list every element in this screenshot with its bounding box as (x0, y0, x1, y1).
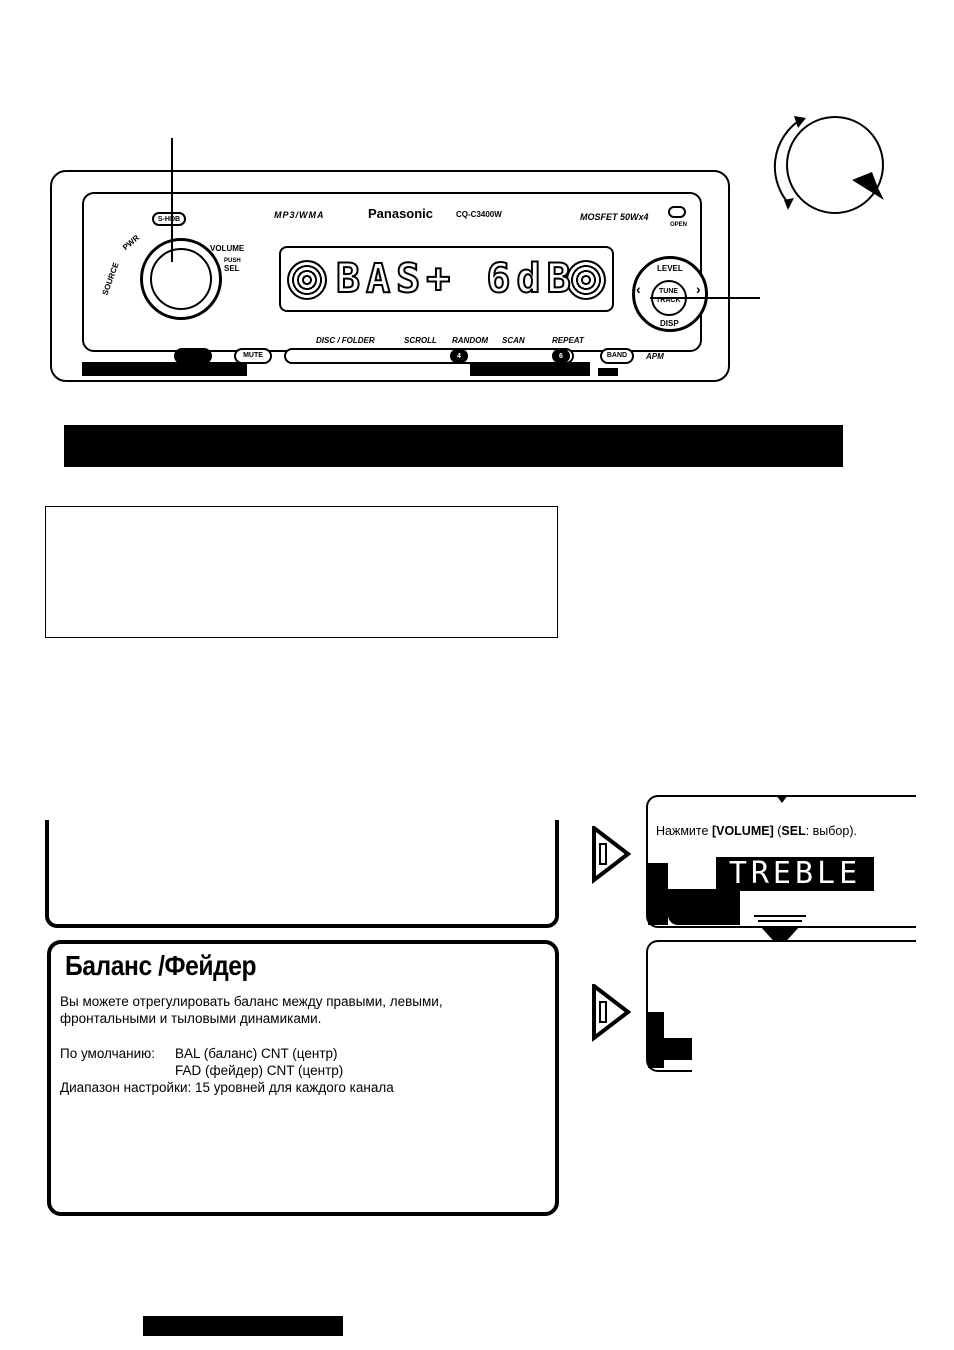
preset-button-strip[interactable] (284, 348, 574, 364)
step2-mask (692, 942, 922, 1074)
step1-mid: ( (773, 824, 782, 838)
step2-arrow-icon (592, 984, 632, 1043)
preset-4-button[interactable]: 4 (450, 349, 468, 363)
step2-panel (646, 940, 922, 1074)
balance-intro-line1: Вы можете отрегулировать баланс между пр… (60, 994, 443, 1009)
default-bal: BAL (баланс) CNT (центр) (175, 1046, 338, 1061)
disc-folder-label: DISC / FOLDER (316, 336, 375, 345)
lcd-display: BAS+ 6dB (279, 246, 614, 312)
apm-label: APM (646, 352, 664, 361)
step1-arrow-icon (592, 826, 632, 885)
unit-base-bar-mid (470, 362, 590, 376)
track-label: TRACK (656, 297, 681, 304)
prev-arrow-icon[interactable]: ‹ (636, 281, 641, 297)
scroll-label: SCROLL (404, 336, 437, 345)
default-label: По умолчанию: (60, 1046, 156, 1061)
previous-section-panel (45, 820, 559, 928)
step2-mark-left (648, 1012, 664, 1068)
power-logo: MOSFET 50Wx4 (580, 212, 649, 222)
step1-suffix: : выбор). (805, 824, 857, 838)
step1-sel-key: SEL (781, 824, 806, 838)
repeat-label: REPEAT (552, 336, 584, 345)
tune-label: TUNE (659, 288, 679, 295)
step1-mark-bottom (668, 889, 740, 925)
open-label: OPEN (670, 222, 688, 228)
head-unit-illustration: S-HDB PWR SOURCE VOLUME PUSH SEL MP3/WMA… (50, 170, 730, 382)
shdb-button[interactable]: S-HDB (152, 212, 186, 226)
step1-instruction: Нажмите [VOLUME] (SEL: выбор). (656, 823, 857, 840)
random-label: RANDOM (452, 336, 488, 345)
page-number-bar (143, 1316, 343, 1336)
push-label: PUSH (224, 258, 241, 264)
mute-button[interactable]: MUTE (234, 348, 272, 364)
open-button[interactable] (668, 206, 686, 218)
level-button[interactable]: LEVEL (657, 264, 683, 273)
brand-logo: Panasonic (368, 206, 434, 221)
sel-label: SEL (224, 264, 240, 273)
faceplate: S-HDB PWR SOURCE VOLUME PUSH SEL MP3/WMA… (82, 192, 708, 364)
unit-base-bar-left (82, 362, 247, 376)
volume-knob-inner (150, 248, 212, 310)
next-arrow-icon[interactable]: › (696, 281, 701, 297)
model-label: CQ-C3400W (456, 210, 502, 219)
press-arrow-icon (852, 172, 884, 200)
volume-label: VOLUME (210, 244, 245, 253)
default-fad: FAD (фейдер) CNT (центр) (175, 1063, 344, 1078)
rotate-arrowhead-top-icon (794, 116, 806, 128)
step1-display-readout: TREBLE (716, 857, 874, 891)
rotate-arrow-icon (773, 119, 801, 206)
display-readout: BAS+ 6dB (335, 255, 577, 303)
adjustment-range: Диапазон настройки: 15 уровней для каждо… (60, 1080, 394, 1095)
unit-base-bar-right (598, 368, 618, 376)
rotate-knob-icon (786, 116, 884, 214)
step1-volume-key: [VOLUME] (711, 824, 774, 838)
step1-panel: Нажмите [VOLUME] (SEL: выбор). TREBLE (646, 795, 916, 928)
balance-fader-title: Баланс /Фейдер (65, 950, 257, 981)
step1-top-marker-icon (776, 795, 788, 803)
rotate-arrowhead-bottom-icon (784, 198, 794, 210)
balance-fader-panel: Баланс /Фейдер Вы можете отрегулировать … (47, 940, 559, 1216)
step2-mark-bottom (664, 1038, 692, 1060)
disp-button[interactable]: DISP (660, 319, 679, 328)
info-box (45, 506, 558, 638)
band-button[interactable]: BAND (600, 348, 634, 364)
right-speaker-graphic (566, 260, 606, 300)
callout-lines (171, 116, 884, 299)
step1-prefix: Нажмите (656, 824, 712, 838)
section-banner (64, 425, 843, 467)
step1-mark-left (648, 863, 668, 925)
left-speaker-graphic (287, 260, 327, 300)
scan-label: SCAN (502, 336, 525, 345)
down-arrow-icon (754, 915, 806, 948)
balance-intro-line2: фронтальными и тыловыми динамиками. (60, 1011, 322, 1026)
mp3-wma-logo: MP3/WMA (274, 210, 325, 220)
